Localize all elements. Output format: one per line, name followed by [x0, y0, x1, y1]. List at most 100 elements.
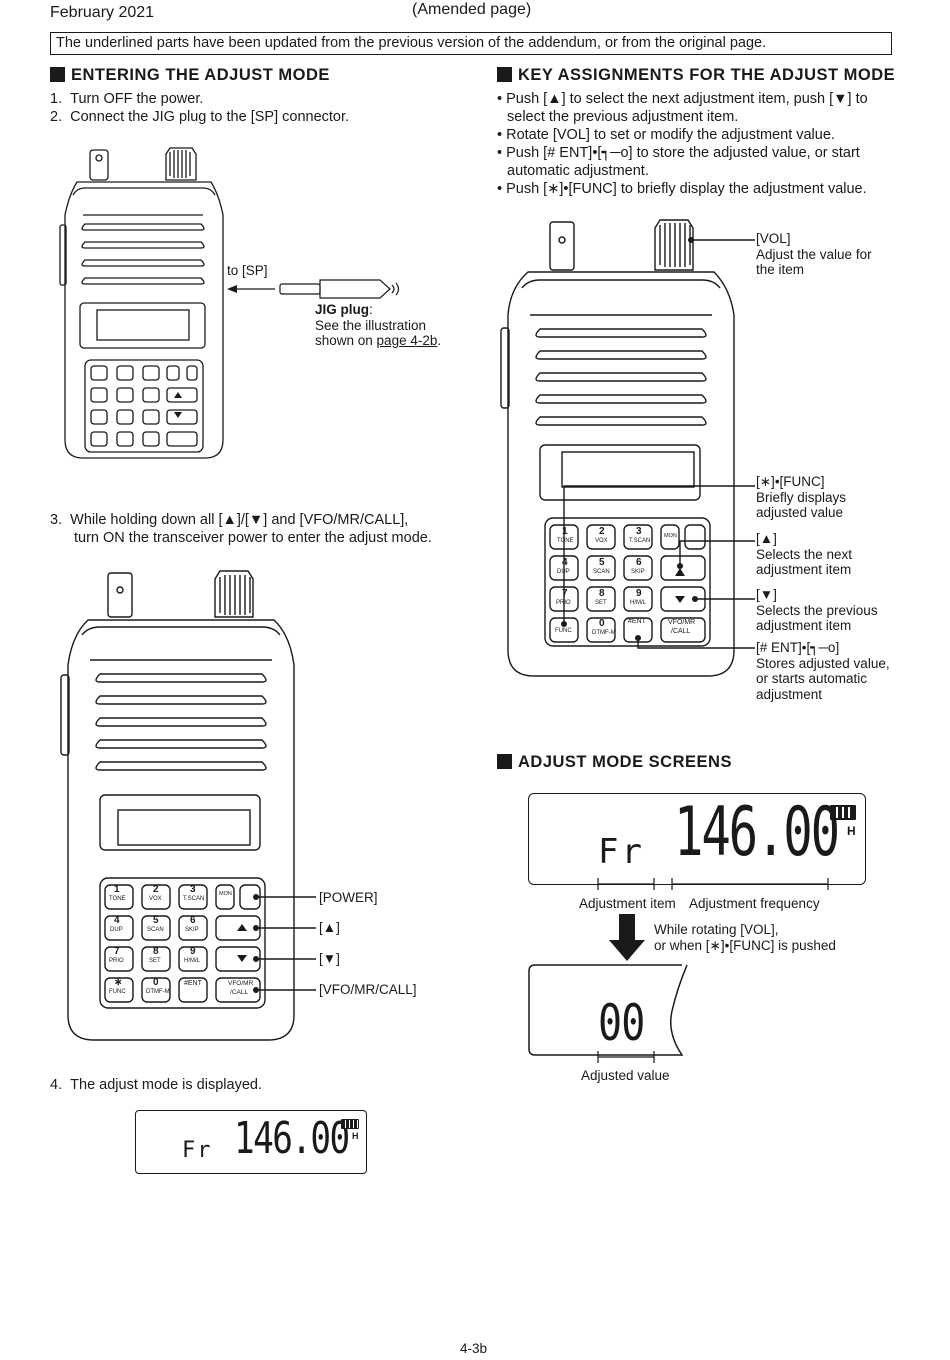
key-4-r: 4	[562, 557, 568, 568]
key-1: 1	[114, 884, 120, 895]
callout-down-desc-2: adjustment item	[756, 618, 878, 634]
key-5-r-sub: SCAN	[593, 569, 610, 575]
key-6: 6	[190, 915, 196, 926]
callout-up-right: [▲] Selects the next adjustment item	[756, 531, 852, 578]
key-0-sub: DTMF-M	[146, 989, 170, 995]
section-title-entering: ENTERING THE ADJUST MODE	[50, 66, 330, 85]
callout-up-desc-1: Selects the next	[756, 547, 852, 563]
callout-func-desc-1: Briefly displays	[756, 490, 846, 506]
key-7-r-sub: PRIO	[556, 600, 571, 606]
callout-ent-desc-1: Stores adjusted value,	[756, 656, 890, 672]
callout-vol-label: [VOL]	[756, 231, 872, 247]
key-bullet-1: • Push [▲] to select the next adjustment…	[497, 90, 892, 126]
callout-up-desc-2: adjustment item	[756, 562, 852, 578]
jig-plug-desc-2b: .	[437, 333, 441, 348]
step-4: 4. The adjust mode is displayed.	[50, 1076, 262, 1094]
key-2-sub: VOX	[149, 896, 162, 902]
section-title-screens-text: ADJUST MODE SCREENS	[518, 753, 732, 771]
step-3-line-1: 3. While holding down all [▲]/[▼] and [V…	[50, 511, 432, 529]
key-vfo-2: /CALL	[230, 989, 248, 996]
key-7: 7	[114, 946, 120, 957]
key-4-sub: DUP	[110, 927, 123, 933]
callout-down: [▼]	[319, 951, 340, 967]
section-title-keys-text: KEY ASSIGNMENTS FOR THE ADJUST MODE	[518, 66, 895, 84]
key-5: 5	[153, 915, 159, 926]
key-vfo-1: VFO/MR	[228, 980, 253, 987]
key-mon: MON	[219, 891, 232, 897]
transition-note-1: While rotating [VOL],	[654, 922, 836, 938]
key-5-sub: SCAN	[147, 927, 164, 933]
key-2-r-sub: VOX	[595, 538, 608, 544]
section-title-entering-text: ENTERING THE ADJUST MODE	[71, 66, 330, 84]
section-marker-icon-3	[497, 754, 512, 769]
transition-note: While rotating [VOL], or when [∗]•[FUNC]…	[654, 922, 836, 953]
step-2: 2. Connect the JIG plug to the [SP] conn…	[50, 108, 349, 126]
radio-illustration-2	[60, 565, 480, 1050]
bracket-value	[590, 1049, 660, 1067]
key-ent-r: #ENT	[628, 618, 646, 625]
callout-up: [▲]	[319, 920, 340, 936]
key-9-r: 9	[636, 588, 642, 599]
callout-up-label: [▲]	[756, 531, 852, 547]
key-assignment-list: • Push [▲] to select the next adjustment…	[497, 90, 892, 198]
callout-func-label: [∗]•[FUNC]	[756, 474, 846, 490]
key-9: 9	[190, 946, 196, 957]
key-4: 4	[114, 915, 120, 926]
key-8-r: 8	[599, 588, 605, 599]
section-marker-icon-2	[497, 67, 512, 82]
amended-note: (Amended page)	[412, 1, 531, 19]
callout-down-desc-1: Selects the previous	[756, 603, 878, 619]
section-title-screens: ADJUST MODE SCREENS	[497, 753, 732, 772]
key-3-r-sub: T.SCAN	[629, 538, 650, 544]
callout-vol: [VOL] Adjust the value for the item	[756, 231, 872, 278]
callout-power: [POWER]	[319, 890, 378, 906]
key-1-r-sub: TONE	[557, 538, 574, 544]
key-star-r-sub: FUNC	[555, 628, 572, 634]
key-6-r: 6	[636, 557, 642, 568]
jig-plug-title: JIG plug	[315, 302, 369, 317]
callout-down-label: [▼]	[756, 587, 878, 603]
callout-func: [∗]•[FUNC] Briefly displays adjusted val…	[756, 474, 846, 521]
header-date: February 2021	[50, 4, 154, 22]
key-0-r: 0	[599, 618, 605, 629]
key-9-sub: H/M/L	[184, 958, 200, 964]
key-3-r: 3	[636, 526, 642, 537]
key-mon-r: MON	[664, 533, 677, 539]
section-title-keys: KEY ASSIGNMENTS FOR THE ADJUST MODE	[497, 66, 895, 85]
callout-func-desc-2: adjusted value	[756, 505, 846, 521]
section-marker-icon	[50, 67, 65, 82]
label-adjustment-item: Adjustment item	[579, 896, 676, 912]
update-notice-text: The underlined parts have been updated f…	[56, 35, 766, 51]
callout-ent-desc-3: adjustment	[756, 687, 890, 703]
key-vfo-r-2: /CALL	[671, 628, 690, 635]
callout-vol-desc-1: Adjust the value for	[756, 247, 872, 263]
update-notice: The underlined parts have been updated f…	[50, 32, 892, 55]
step-3-line-2: turn ON the transceiver power to enter t…	[50, 529, 432, 547]
page-link-4-2b[interactable]: page 4-2b	[377, 333, 438, 348]
key-1-r: 1	[562, 526, 568, 537]
key-7-sub: PRIO	[109, 958, 124, 964]
key-4-r-sub: DUP	[557, 569, 570, 575]
key-bullet-4: • Push [∗]•[FUNC] to briefly display the…	[497, 180, 892, 198]
key-8-r-sub: SET	[595, 600, 607, 606]
key-2-r: 2	[599, 526, 605, 537]
key-bullet-2: • Rotate [VOL] to set or modify the adju…	[497, 126, 892, 144]
key-star: ∗	[114, 977, 122, 988]
key-7-r: 7	[562, 588, 568, 599]
transition-note-2: or when [∗]•[FUNC] is pushed	[654, 938, 836, 954]
key-ent: #ENT	[184, 980, 202, 987]
jig-plug-colon: :	[369, 302, 373, 317]
battery-icon-large	[830, 805, 856, 820]
step-3: 3. While holding down all [▲]/[▼] and [V…	[50, 511, 432, 547]
jig-plug-desc-2a: shown on	[315, 333, 377, 348]
lcd-fr-small: Fr	[182, 1138, 213, 1163]
callout-ent-label: [# ENT]•[┑─o]	[756, 640, 890, 656]
key-0: 0	[153, 977, 159, 988]
key-vfo-r-1: VFO/MR	[668, 619, 695, 626]
jig-plug-icon	[225, 275, 410, 303]
key-6-sub: SKIP	[185, 927, 199, 933]
key-star-sub: FUNC	[109, 989, 126, 995]
label-adjustment-frequency: Adjustment frequency	[689, 896, 820, 912]
brackets-top	[590, 876, 835, 894]
callout-vol-desc-2: the item	[756, 262, 872, 278]
